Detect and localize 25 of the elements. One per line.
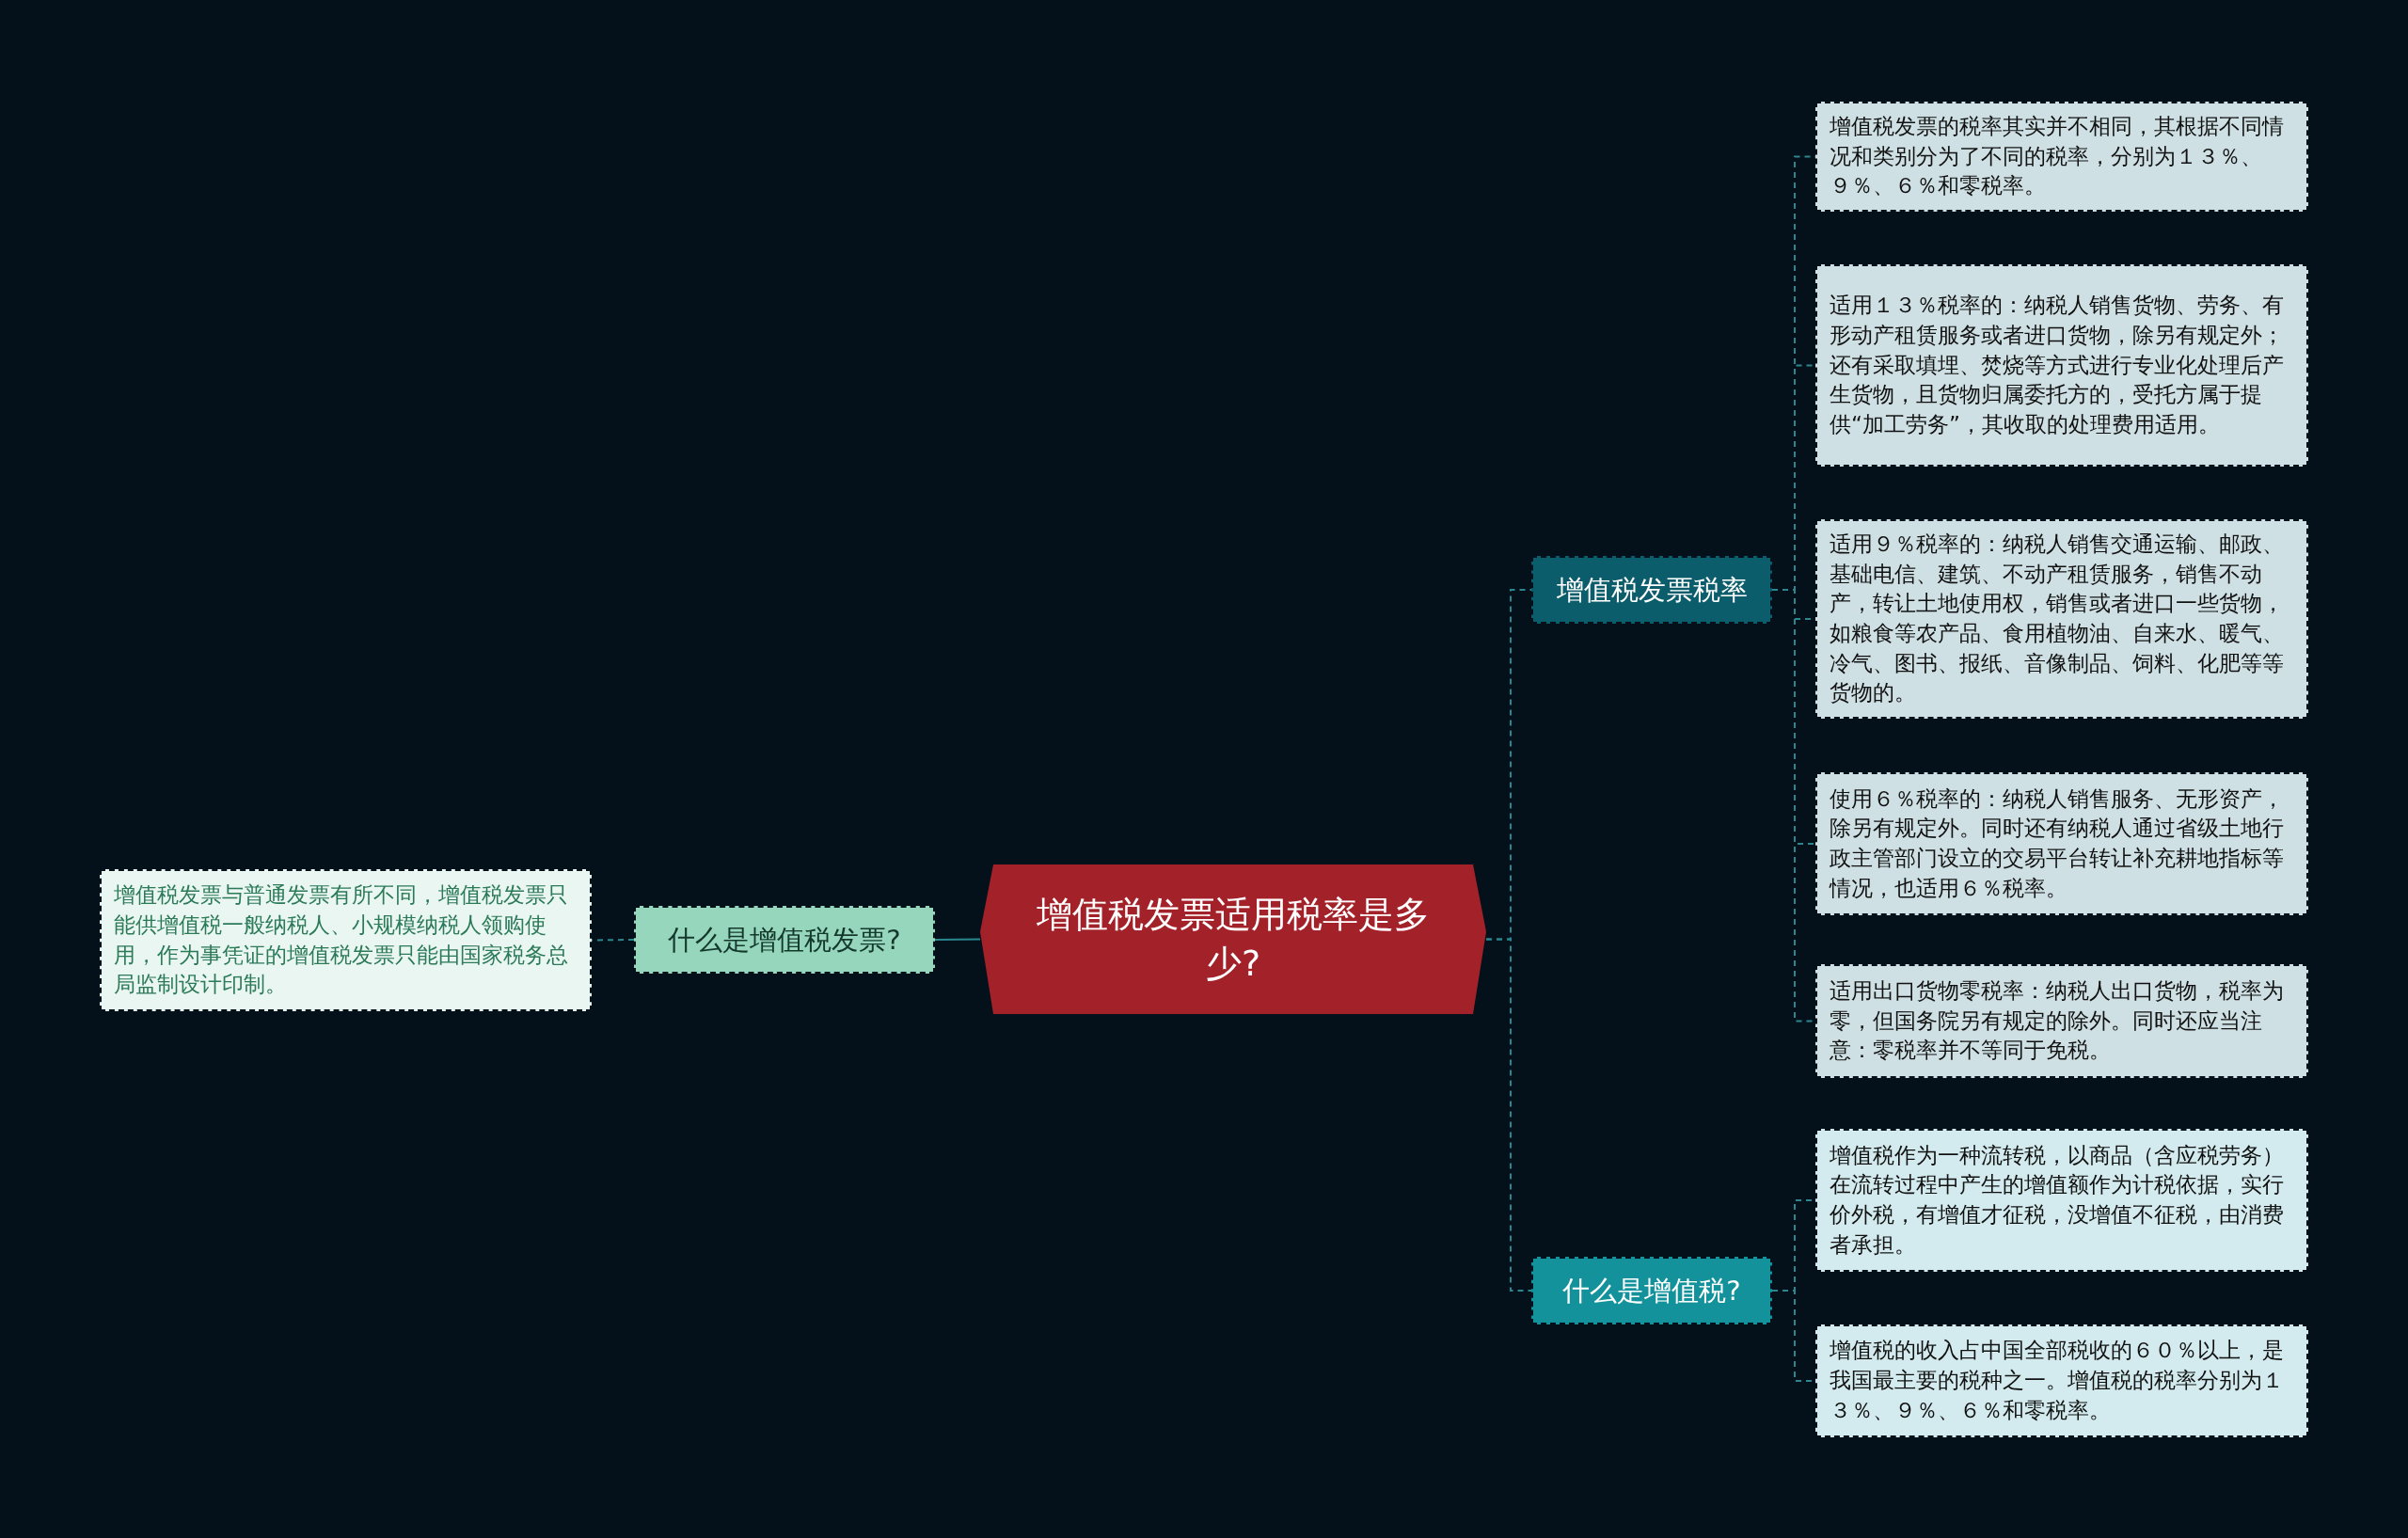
node-text: 什么是增值税? — [1562, 1274, 1741, 1308]
note-box — [1815, 519, 2308, 719]
topic-box — [1531, 1257, 1772, 1324]
note-box — [1815, 772, 2308, 915]
node-text: 增值税发票适用税率是多少? — [1036, 893, 1431, 986]
topic-box — [1531, 556, 1772, 624]
node-text: 增值税发票的税率其实并不相同，其根据不同情况和类别分为了不同的税率，分别为１３％、９％、６％和零税率。 — [1830, 112, 2285, 200]
node-text: 适用出口货物零税率：纳税人出口货物，税率为零，但国务院另有规定的除外。同时还应当注意：零税率并不等同于免税。 — [1830, 976, 2285, 1065]
connector-line — [934, 938, 981, 941]
node-text: 增值税发票与普通发票有所不同，增值税发票只能供增值税一般纳税人、小规模纳税人领购使用，作为事凭证的增值税发票只能由国家税务总局监制设计印制。 — [114, 881, 569, 999]
connector-line — [1485, 938, 1532, 1292]
note-box — [1815, 1324, 2308, 1437]
node-text: 使用６％税率的：纳税人销售服务、无形资产，除另有规定外。同时还有纳税人通过省级土地行政主管部门设立的交易平台转让补充耕地指标等情况，也适用６％税率。 — [1830, 785, 2285, 902]
note-box — [1815, 102, 2308, 212]
node-text: 增值税作为一种流转税，以商品（含应税劳务）在流转过程中产生的增值额作为计税依据，实行价外税，有增值才征税，没增值不征税，由消费者承担。 — [1830, 1141, 2285, 1259]
node-text: 适用１３％税率的：纳税人销售货物、劳务、有形动产租赁服务或者进口货物，除另有规定外；还有采取填埋、焚烧等方式进行专业化处理后产生货物，且货物归属委托方的，受托方属于提供“加工劳务”，其收取的处理费用适用。 — [1830, 292, 2285, 439]
node-text: 增值税的收入占中国全部税收的６０％以上，是我国最主要的税种之一。增值税的税率分别为１３％、９％、６％和零税率。 — [1830, 1337, 2285, 1424]
note-box — [1815, 964, 2308, 1078]
topic-box — [634, 906, 935, 974]
node-text: 增值税发票税率 — [1556, 573, 1748, 608]
note-box — [1815, 264, 2308, 467]
node-text: 什么是增值税发票? — [668, 923, 901, 958]
note-box — [1815, 1129, 2308, 1272]
note-box — [100, 869, 592, 1011]
node-text: 适用９％税率的：纳税人销售交通运输、邮政、基础电信、建筑、不动产租赁服务，销售不动产，转让土地使用权，销售或者进口一些货物，如粮食等农产品、食用植物油、自来水、暖气、冷气、图书、报纸、音像制品、饲料、化肥等等货物的。 — [1830, 530, 2285, 707]
